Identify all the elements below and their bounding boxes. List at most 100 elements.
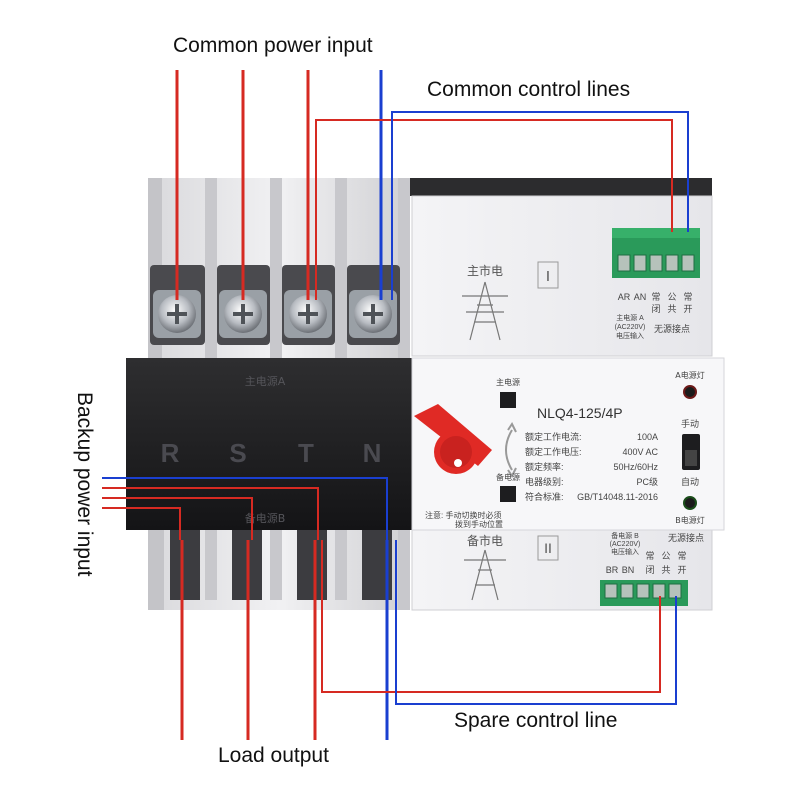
b-lamp-label: B电源灯 [675, 515, 705, 525]
top-contact-label: 无源接点 [654, 323, 690, 335]
a-lamp-label: A电源灯 [675, 370, 704, 380]
module-bottom-numeral: II [544, 540, 552, 556]
a-lamp-icon [683, 385, 697, 399]
label-load-output: Load output [218, 744, 329, 767]
spec-name-1: 额定工作电压: [525, 446, 582, 457]
manual-label: 手动 [681, 418, 699, 430]
rotary-handle[interactable] [414, 404, 492, 474]
svg-text:(AC220V): (AC220V) [615, 324, 646, 331]
svg-text:开: 开 [677, 565, 686, 575]
svg-text:主电源 A: 主电源 A [616, 313, 644, 322]
top-terminal-labels: AR AN 常 公 常 闭 共 开 [618, 291, 693, 314]
module-top-contents: 主市电 I AR AN 常 公 常 闭 共 开 [462, 228, 700, 341]
bottom-contact-label: 无源接点 [668, 532, 704, 544]
main-source-tag: 主电源 [496, 377, 520, 387]
backup-source-tag: 备电源 [496, 472, 520, 482]
backup-wire-s [102, 497, 253, 540]
main-source-indicator [500, 392, 516, 408]
load-output-wires [180, 540, 389, 740]
spare-control-wires [321, 540, 677, 705]
terminal-screws [153, 290, 397, 338]
control-face-contents: 主电源 NLQ4-125/4P 额定工作电流: 100A 额定工作电压: 400… [414, 370, 705, 529]
spec-name-3: 电器级别: [525, 476, 564, 487]
svg-text:AR: AR [618, 292, 631, 302]
top-input-note: 主电源 A (AC220V) 电压输入 [615, 313, 646, 340]
mode-switch-knob [685, 450, 697, 466]
screw-r [153, 290, 201, 338]
label-spare-control-line: Spare control line [454, 709, 617, 732]
control-wire-blue-top [391, 111, 689, 300]
svg-text:公: 公 [661, 551, 670, 561]
module-bottom-numeral-box [537, 535, 559, 561]
phase-letter-r: R [161, 438, 180, 468]
lower-pole-separators [148, 530, 410, 610]
handle-arrows [505, 422, 517, 478]
black-panel-bottom-label: 备电源B [245, 511, 286, 525]
b-lamp-icon [683, 496, 697, 510]
warning-note: 注意: 手动切换时必须 拨到手动位置 [425, 510, 503, 529]
spec-name-0: 额定工作电流: [525, 431, 582, 442]
bottom-terminal-block [600, 580, 688, 606]
model-number: NLQ4-125/4P [537, 405, 623, 421]
spec-value-4: GB/T14048.11-2016 [577, 492, 658, 502]
spec-value-2: 50Hz/60Hz [613, 462, 658, 472]
svg-text:常: 常 [683, 291, 692, 302]
pylon-icon-bottom [464, 549, 506, 601]
svg-text:公: 公 [667, 292, 676, 302]
label-backup-power-input: Backup power input [73, 392, 96, 577]
top-terminal-block [612, 228, 700, 278]
svg-text:共: 共 [661, 565, 670, 575]
module-top-numeral: I [546, 268, 550, 285]
backup-wire-t [102, 487, 319, 540]
bottom-input-note: 备电源 B (AC220V) 电压输入 [610, 531, 641, 556]
svg-text:(AC220V): (AC220V) [610, 541, 641, 548]
common-control-wires [315, 111, 689, 300]
common-power-wires [175, 70, 383, 300]
spare-control-wire-red [321, 540, 661, 693]
main-grid-label: 主市电 [467, 263, 503, 278]
phase-letter-t: T [298, 438, 314, 468]
spec-value-1: 400V AC [622, 447, 658, 457]
black-panel-top-label: 主电源A [245, 374, 286, 388]
pylon-icon-top [462, 281, 508, 341]
module-top-numeral-box [537, 261, 559, 289]
svg-text:AN: AN [634, 292, 647, 302]
backup-source-indicator [500, 486, 516, 502]
black-switch-panel [126, 358, 412, 530]
spec-name-2: 额定频率: [525, 461, 564, 472]
spec-name-4: 符合标准: [525, 491, 564, 502]
spec-list: 额定工作电流: 100A 额定工作电压: 400V AC 额定频率: 50Hz/… [525, 431, 658, 502]
svg-text:开: 开 [683, 304, 692, 314]
control-wire-red-top [315, 119, 673, 300]
bottom-terminal-labels: 常 公 常 BR BN 闭 共 开 [606, 550, 687, 575]
svg-text:闭: 闭 [645, 564, 654, 575]
screw-n [349, 290, 397, 338]
svg-text:拨到手动位置: 拨到手动位置 [455, 519, 503, 529]
device-body [126, 178, 725, 611]
spare-control-wire-blue [395, 540, 677, 705]
svg-text:常: 常 [651, 291, 660, 302]
svg-text:BR: BR [606, 565, 619, 575]
svg-text:闭: 闭 [651, 303, 660, 314]
spec-value-3: PC级 [636, 476, 658, 487]
spec-value-0: 100A [637, 432, 658, 442]
svg-text:注意: 手动切换时必须: 注意: 手动切换时必须 [425, 510, 501, 520]
screw-t [284, 290, 332, 338]
auto-label: 自动 [681, 476, 699, 488]
label-common-control-lines: Common control lines [427, 78, 630, 101]
top-cap [400, 178, 712, 196]
svg-text:备电源 B: 备电源 B [611, 531, 639, 540]
backup-wire-n [102, 477, 388, 540]
phase-letter-n: N [363, 438, 382, 468]
black-panel-labels: 主电源A R S T N 备电源B [161, 374, 382, 525]
svg-text:常: 常 [645, 550, 654, 561]
backup-wire-r [102, 507, 181, 540]
svg-text:电压输入: 电压输入 [611, 547, 639, 556]
backup-power-wires [102, 477, 388, 540]
svg-text:共: 共 [667, 304, 676, 314]
svg-text:BN: BN [622, 565, 635, 575]
svg-text:常: 常 [677, 550, 686, 561]
screw-s [219, 290, 267, 338]
label-common-power-input: Common power input [173, 34, 373, 57]
